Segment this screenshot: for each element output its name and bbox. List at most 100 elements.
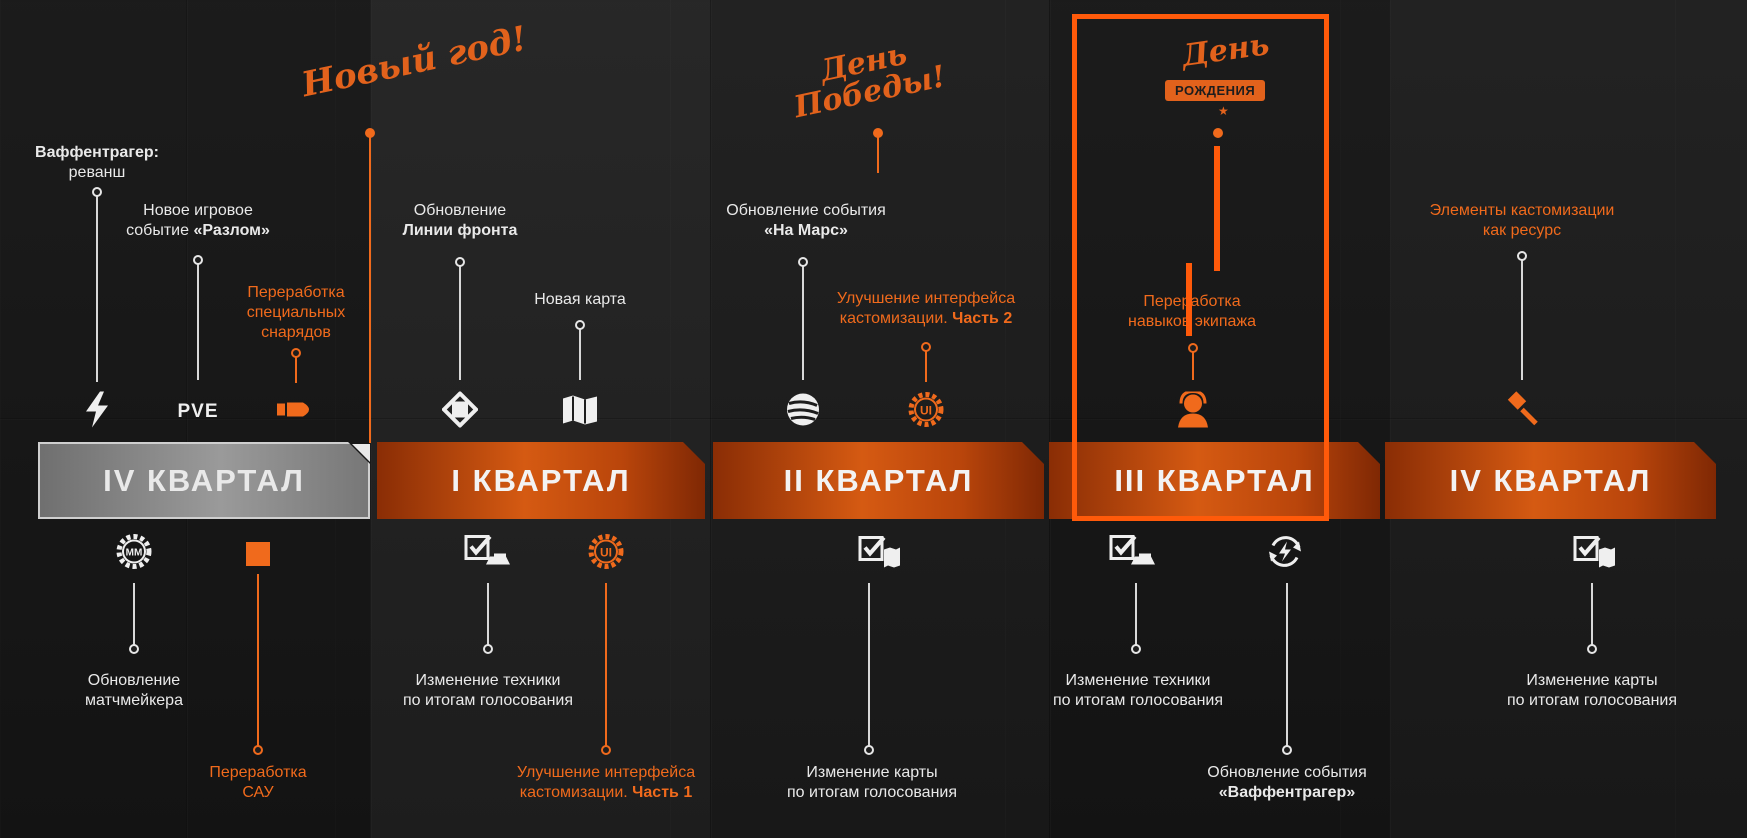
quarter-label: IV КВАРТАЛ <box>103 462 305 498</box>
paper-fold <box>1049 0 1051 838</box>
victory-day-dot <box>873 128 883 138</box>
label-line: реванш <box>68 164 126 181</box>
quarter-label: I КВАРТАЛ <box>451 462 631 498</box>
birthday-dot <box>1213 128 1223 138</box>
birthday-ribbon-text: РОЖДЕНИЯ <box>1175 83 1256 98</box>
waffentrager-event-label: Обновление события «Ваффентрагер» <box>1207 763 1367 803</box>
label-line: кастомизации. Часть 1 <box>517 783 695 803</box>
label-line: кастомизации. Часть 2 <box>837 309 1015 329</box>
spg-square-icon <box>246 542 270 566</box>
lightning-icon <box>82 391 112 433</box>
label-bold: Ваффентрагер: <box>35 144 159 161</box>
spg-rework-label: Переработка САУ <box>209 763 306 803</box>
label-line: Обновление <box>413 202 507 219</box>
vote-tank-icon <box>464 535 512 574</box>
paintbrush-icon <box>1504 391 1540 433</box>
corner-notch-icon <box>352 444 370 462</box>
highlight-box <box>1072 14 1329 521</box>
timeline-connector <box>1135 583 1137 649</box>
custom-ui-part1-label: Улучшение интерфейса кастомизации. Часть… <box>517 763 695 803</box>
quarter-i: I КВАРТАЛ <box>377 442 705 519</box>
ui-gear-icon: UI <box>586 532 626 577</box>
timeline-connector <box>487 583 489 649</box>
map-icon <box>561 395 599 430</box>
waffentrager-label: Ваффентрагер: реванш <box>35 143 159 183</box>
label-line: матчмейкера <box>85 692 183 709</box>
timeline-dot <box>1587 644 1597 654</box>
label-line: Ваффентрагер: <box>35 143 159 163</box>
label-line: «На Марс» <box>726 221 886 241</box>
label-line: Переработка <box>209 764 307 781</box>
label-line: по итогам голосования <box>787 784 957 801</box>
label-text: кастомизации. <box>519 784 633 801</box>
paper-fold <box>1389 0 1391 838</box>
label-line: «Ваффентрагер» <box>1207 783 1367 803</box>
mars-planet-icon <box>785 392 821 433</box>
label-bold: «На Марс» <box>764 222 848 239</box>
vote-map-icon <box>858 536 902 573</box>
label-line: снарядов <box>261 324 331 341</box>
mars-event-label: Обновление события «На Марс» <box>726 201 886 241</box>
label-line: Улучшение интерфейса <box>516 764 696 781</box>
label-line: навыков экипажа <box>1127 313 1257 330</box>
timeline-connector <box>605 583 607 750</box>
custom-resource-label: Элементы кастомизации как ресурс <box>1430 201 1615 241</box>
label-line: специальных <box>246 304 346 321</box>
quarter-iv-next: IV КВАРТАЛ <box>1385 442 1716 519</box>
timeline-connector <box>257 574 259 750</box>
vote-maps-label: Изменение карты по итогам голосования <box>1507 671 1677 711</box>
special-shells-label: Переработка специальных снарядов <box>247 283 346 343</box>
star-icon: ★ <box>1218 104 1229 118</box>
highlight-bar <box>1186 263 1192 336</box>
label-line: Переработка <box>247 284 345 301</box>
timeline-dot <box>455 257 465 267</box>
vote-map-icon <box>1573 536 1617 573</box>
timeline-connector <box>868 583 870 750</box>
label-line: Линии фронта <box>403 221 518 241</box>
label-bold: «Разлом» <box>193 222 270 239</box>
quarter-label: II КВАРТАЛ <box>783 462 974 498</box>
vote-vehicles-label: Изменение техники по итогам голосования <box>403 671 573 711</box>
label-text: кастомизации. <box>839 310 953 327</box>
background-panel <box>1049 0 1389 838</box>
timeline-connector <box>1591 583 1593 649</box>
victory-day-connector <box>877 133 879 173</box>
label-line: Новое игровое <box>143 202 253 219</box>
svg-text:MM: MM <box>126 548 143 559</box>
pve-text: PVE <box>177 401 219 422</box>
timeline-connector <box>579 325 581 380</box>
timeline-dot <box>1188 343 1198 353</box>
paper-fold <box>186 0 188 838</box>
new-year-connector <box>369 133 371 443</box>
timeline-connector <box>925 347 927 382</box>
timeline-dot <box>129 644 139 654</box>
shell-icon <box>275 401 317 424</box>
pve-icon: PVE <box>177 401 218 423</box>
new-year-dot <box>365 128 375 138</box>
timeline-dot <box>253 745 263 755</box>
timeline-dot <box>92 187 102 197</box>
quarter-label: III КВАРТАЛ <box>1114 462 1315 498</box>
vote-vehicles-label: Изменение техники по итогам голосования <box>1053 671 1223 711</box>
vote-maps-label: Изменение карты по итогам голосования <box>787 763 957 803</box>
event-update-icon <box>1265 532 1305 577</box>
label-line: Переработка <box>1143 293 1241 310</box>
label-line: САУ <box>242 784 274 801</box>
label-line: по итогам голосования <box>403 692 573 709</box>
timeline-dot <box>1282 745 1292 755</box>
timeline-connector <box>802 262 804 380</box>
label-line: по итогам голосования <box>1053 692 1223 709</box>
label-line: Изменение карты <box>806 764 938 781</box>
mm-gear-icon: MM <box>114 532 154 577</box>
label-line: Изменение техники <box>415 672 561 689</box>
label-text: событие <box>126 222 194 239</box>
timeline-connector <box>295 353 297 383</box>
timeline-dot <box>193 255 203 265</box>
label-line: Обновление события <box>726 202 886 219</box>
timeline-dot <box>483 644 493 654</box>
timeline-connector <box>96 192 98 382</box>
label-line: Обновление <box>87 672 181 689</box>
label-line: Обновление события <box>1207 764 1367 781</box>
label-bold: Линии фронта <box>402 222 518 239</box>
